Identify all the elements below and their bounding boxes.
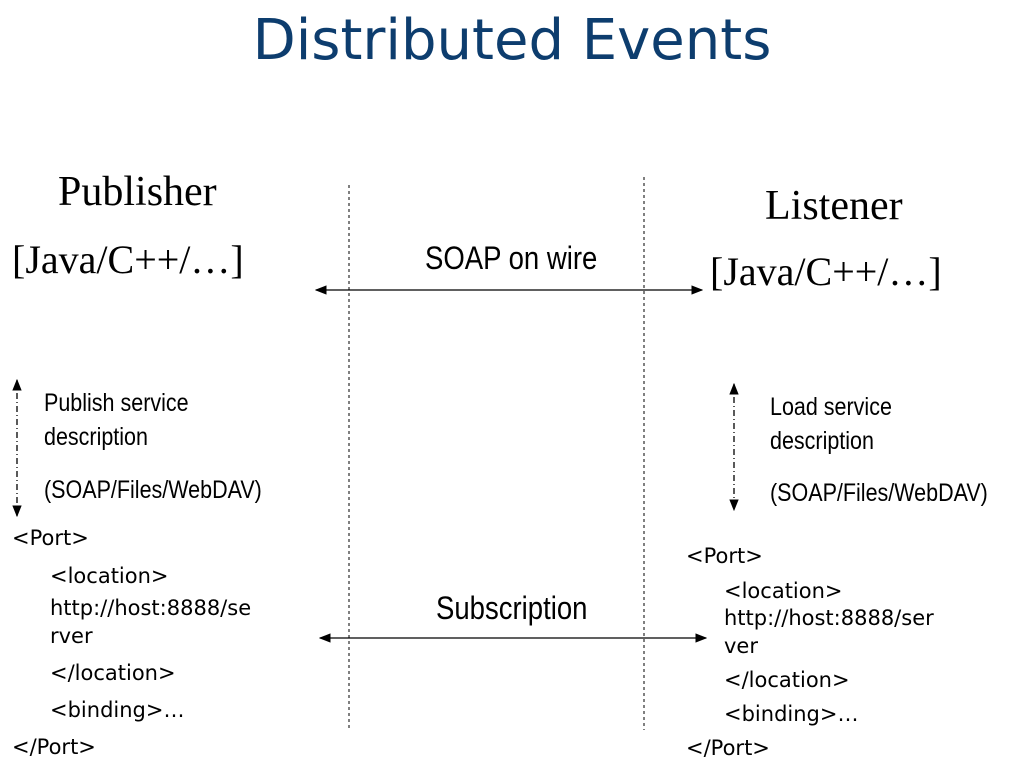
listener-language: [Java/C++/…] [710,249,942,294]
listener-location-open: <location> [724,579,843,603]
slide-title: Distributed Events [252,8,772,73]
listener-url-line2: ver [724,634,758,658]
listener-port-close: </Port> [686,736,770,760]
listener-desc-protocols: (SOAP/Files/WebDAV) [770,479,988,507]
listener-desc-line2: description [770,427,874,455]
listener-desc-line1: Load service [770,393,892,421]
listener-binding: <binding>… [724,702,859,726]
publisher-url-line1: http://host:8888/se [50,596,252,620]
publisher-desc-protocols: (SOAP/Files/WebDAV) [44,476,262,504]
publisher-desc-line2: description [44,423,148,451]
publisher-url-line2: rver [50,624,93,648]
publisher-location-close: </location> [50,661,176,685]
listener-url-line1: http://host:8888/ser [724,606,934,630]
soap-on-wire-label: SOAP on wire [425,240,598,276]
publisher-heading: Publisher [58,169,217,215]
listener-port-open: <Port> [686,544,763,568]
publisher-language: [Java/C++/…] [12,237,244,282]
publisher-location-open: <location> [50,564,169,588]
publisher-port-open: <Port> [12,526,89,550]
publisher-binding: <binding>… [50,698,185,722]
listener-heading: Listener [765,183,903,229]
publisher-desc-line1: Publish service [44,389,189,417]
publisher-port-close: </Port> [12,735,96,759]
listener-location-close: </location> [724,668,850,692]
subscription-label: Subscription [436,590,588,626]
